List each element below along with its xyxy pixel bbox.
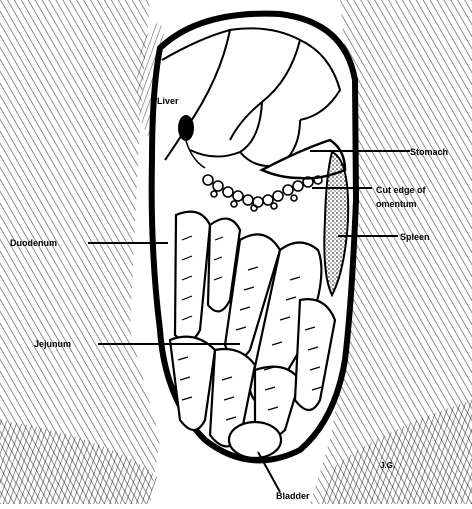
- label-spleen: Spleen: [400, 232, 430, 242]
- artist-signature: J.G.: [380, 461, 395, 470]
- liver-marker: [178, 115, 194, 141]
- label-liver: Liver: [157, 96, 179, 106]
- label-cut-edge-line1: Cut edge of: [376, 185, 426, 195]
- label-jejunum: Jejunum: [34, 339, 71, 349]
- label-cut-edge-line2: omentum: [376, 199, 417, 209]
- bladder: [229, 422, 281, 458]
- label-duodenum: Duodenum: [10, 238, 57, 248]
- label-stomach: Stomach: [410, 147, 448, 157]
- label-bladder: Bladder: [276, 491, 310, 501]
